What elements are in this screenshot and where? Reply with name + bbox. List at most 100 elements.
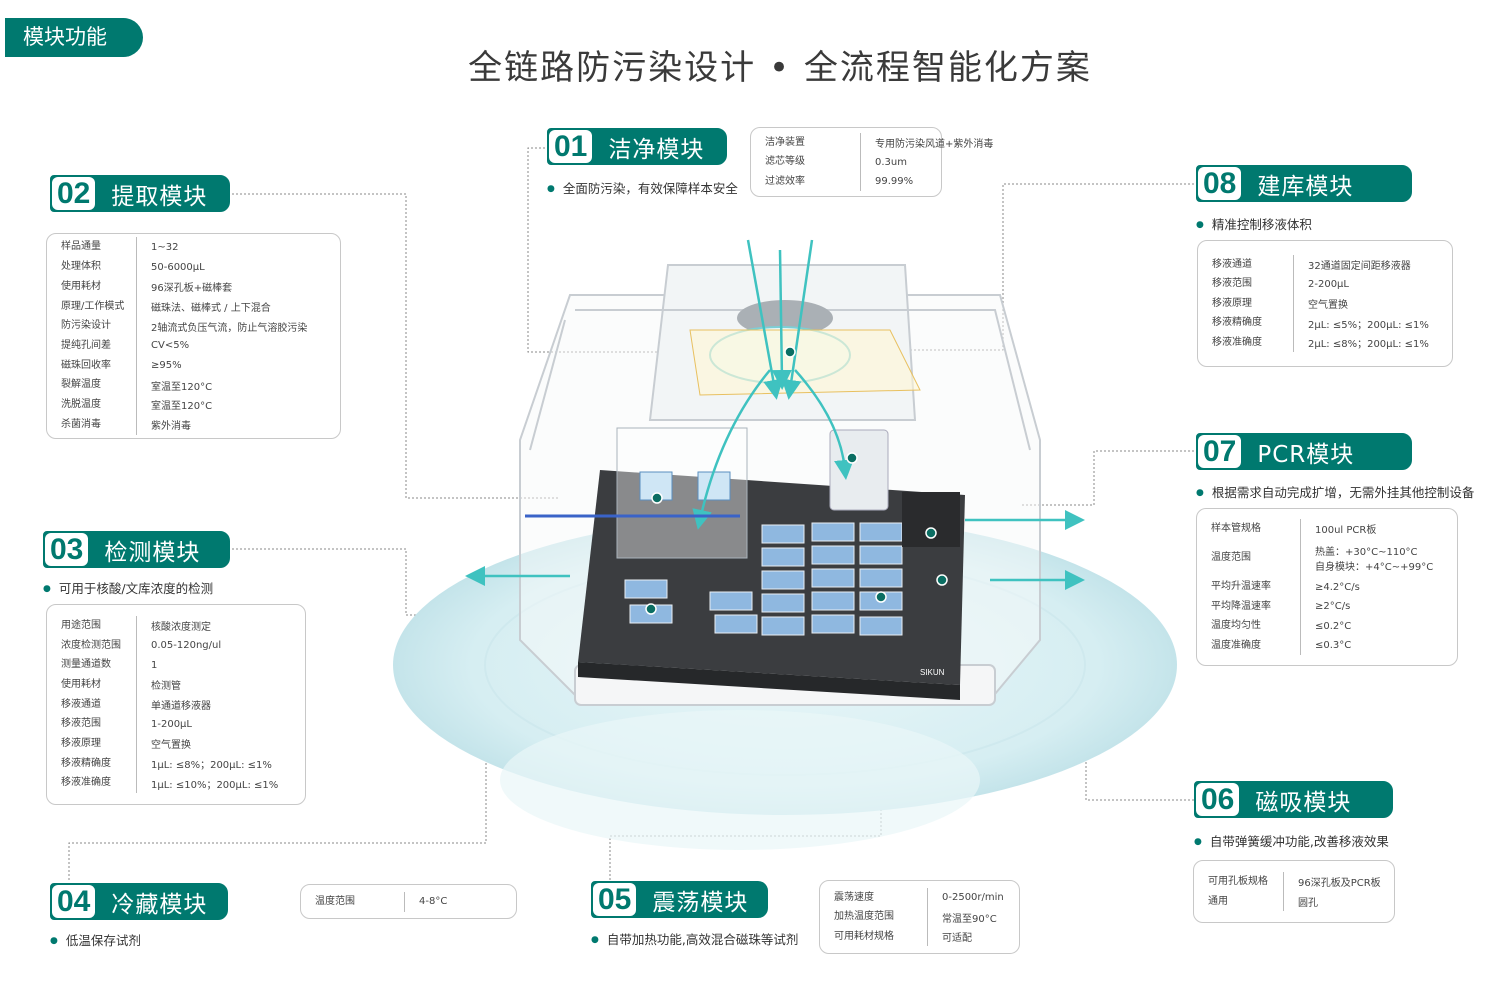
spec-value-text: 1: [151, 659, 158, 671]
spec-row: 用途范围 核酸浓度测定: [47, 615, 305, 636]
spec-label: 温度准确度: [1197, 635, 1301, 656]
spec-row: 温度均匀性≤0.2°C: [1197, 616, 1457, 636]
plate: [761, 593, 805, 613]
uv-lamp-module: [689, 300, 921, 396]
module-06-description: 自带弹簧缓冲功能,改善移液效果: [1194, 831, 1389, 850]
spec-label: 平均降温速率: [1197, 596, 1301, 617]
spec-label: 样本管规格: [1197, 518, 1301, 539]
module-title: 检测模块: [104, 539, 201, 566]
spec-label: 提纯孔间差: [47, 336, 137, 356]
spec-label: 使用耗材: [47, 276, 137, 297]
module-number: 07: [1198, 435, 1242, 468]
spec-value-text: 2-200μL: [1308, 278, 1349, 290]
module-number: 08: [1198, 167, 1242, 200]
spec-value: CV<5%: [137, 340, 189, 351]
plate: [859, 545, 903, 565]
spec-label: 温度范围: [1197, 538, 1301, 578]
spec-row: 平均降温速率≥2°C/s: [1197, 596, 1457, 617]
plate: [761, 524, 805, 544]
plate: [709, 591, 753, 611]
spec-value-text: 常温至90°C: [942, 913, 997, 925]
spec-value: 0.3um: [861, 157, 907, 168]
plate: [859, 522, 903, 542]
spec-value: ≥2°C/s: [1301, 601, 1350, 612]
module-05-description: 自带加热功能,高效混合磁珠等试剂: [591, 929, 798, 948]
spec-value-text: 1-200μL: [151, 718, 192, 730]
spec-value-text: ≥4.2°C/s: [1315, 581, 1360, 593]
airflow-arrows: [465, 239, 1085, 590]
spec-value-text: 32通道固定间距移液器: [1308, 261, 1411, 272]
spec-value: 1-200μL: [137, 719, 192, 730]
spec-value-text: 可适配: [942, 933, 972, 944]
spec-row: 使用耗材检测管: [47, 674, 305, 695]
spec-label: 移液范围: [47, 714, 137, 735]
spec-value: 核酸浓度测定: [137, 618, 211, 633]
plate: [624, 579, 668, 599]
spec-label: 移液原理: [1198, 293, 1294, 314]
spec-value-text: 99.99%: [875, 176, 914, 187]
spec-row: 可用耗材规格可适配: [820, 926, 1019, 947]
spec-value: 空气置换: [1294, 296, 1348, 311]
spec-value: 1~32: [137, 242, 178, 253]
spec-value: 100ul PCR板: [1301, 521, 1376, 536]
section-tag: 模块功能: [5, 18, 143, 57]
module-07-description: 根据需求自动完成扩增，无需外挂其他控制设备: [1196, 482, 1475, 501]
plate: [859, 568, 903, 588]
spec-value: 2μL: ≤5%；200μL: ≤1%: [1294, 316, 1429, 331]
spec-value-text: 2μL: ≤5%；200μL: ≤1%: [1308, 319, 1429, 331]
spec-row: 洁净装置专用防污染风道+紫外消毒: [751, 132, 993, 153]
spec-value-text: 紫外消毒: [151, 421, 191, 433]
module-title: 提取模块: [111, 183, 208, 210]
module-number: 01: [549, 130, 593, 163]
spec-value-text: ≥95%: [151, 360, 182, 372]
spec-label: 震荡速度: [820, 887, 928, 908]
spec-value: 检测管: [137, 677, 181, 692]
spec-value-text: 50-6000μL: [151, 261, 205, 273]
plate: [811, 614, 855, 634]
spec-value-text: 检测管: [151, 681, 181, 693]
spec-label: 磁珠回收率: [47, 355, 137, 376]
module-number: 05: [593, 883, 637, 916]
spec-value-text: 核酸浓度测定: [151, 622, 211, 634]
spec-value-text: 2轴流式负压气流，防止气溶胶污染: [151, 322, 308, 334]
plate: [714, 614, 758, 634]
plate: [811, 568, 855, 588]
module-01-description: 全面防污染，有效保障样本安全: [547, 178, 738, 197]
spec-value: 2轴流式负压气流，防止气溶胶污染: [137, 319, 307, 334]
spec-label: 温度范围: [301, 891, 405, 912]
spec-row: 平均升温速率≥4.2°C/s: [1197, 577, 1457, 597]
brand-logo: SIKUN: [920, 668, 945, 677]
spec-value-text: 室温至120°C: [151, 401, 213, 413]
spec-label: 移液精确度: [47, 753, 137, 774]
spec-value-text: 0.3um: [875, 156, 907, 168]
spec-label: 移液原理: [47, 734, 137, 754]
spec-value: ≤0.2°C: [1301, 621, 1351, 632]
spec-row: 移液范围 1-200μL: [47, 714, 305, 735]
spec-label: 用途范围: [47, 615, 137, 636]
